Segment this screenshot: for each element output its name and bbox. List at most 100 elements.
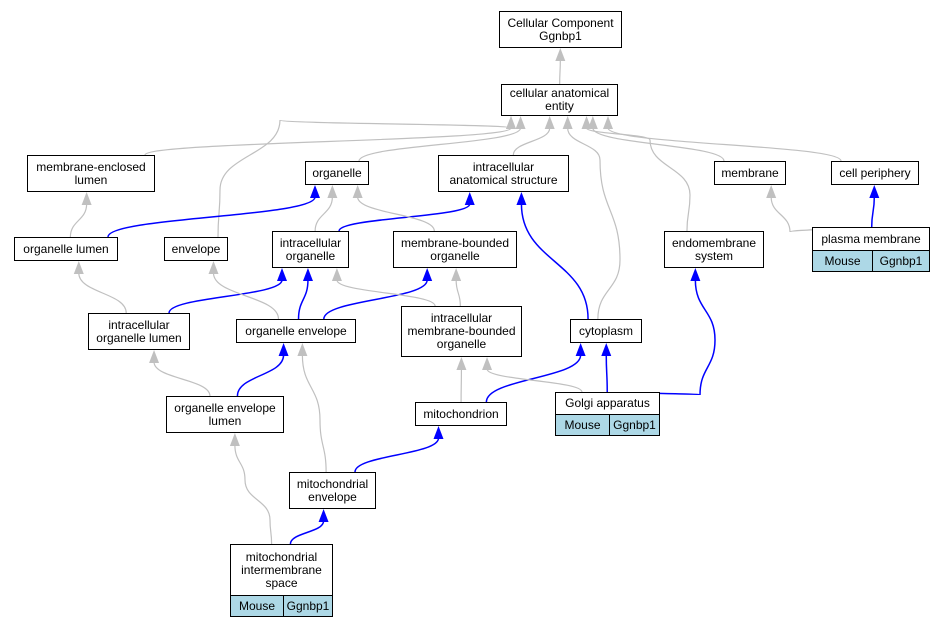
term-label: cellular anatomical entity [509,86,610,113]
edge-is-a [455,279,461,307]
term-node-intorg[interactable]: intracellular organelle [272,231,349,268]
arrowhead [297,343,308,356]
edge-is-a [512,127,551,156]
term-label: organelle envelope lumen [174,400,276,428]
term-label: mitochondrion [423,406,499,421]
term-label: intracellular anatomical structure [449,159,558,187]
arrowhead [587,116,598,129]
arrowhead [456,357,467,370]
term-label: mitochondrial envelope [296,476,369,504]
arrowhead [331,268,342,281]
term-node-mbo[interactable]: membrane-bounded organelle [393,231,517,268]
arrowhead [581,116,592,129]
edge-is-a [144,127,512,156]
arrowhead [601,343,612,356]
term-node-cae[interactable]: cellular anatomical entity [501,84,618,116]
term-label: intracellular organelle [279,235,342,263]
arrowhead [544,116,555,129]
arrowhead [690,268,701,281]
term-node-orglumen[interactable]: organelle lumen [14,237,118,261]
edge-is-a [234,444,273,545]
term-label: organelle lumen [23,241,109,256]
edge-part-of [168,279,283,314]
arrowhead [278,343,289,356]
edge-is-a [607,127,842,162]
arrowhead [318,509,329,522]
edge-is-a [69,203,88,238]
edge-part-of [338,203,471,232]
term-node-iol[interactable]: intracellular organelle lumen [88,313,190,350]
arrowhead [464,192,475,205]
term-node-root[interactable]: Cellular Component Ggnbp1 [499,11,622,48]
term-node-mel[interactable]: membrane-enclosed lumen [27,155,155,192]
edge-is-a [153,361,211,397]
arrowhead [73,261,84,274]
edge-is-a [357,196,435,232]
arrowhead [302,268,313,281]
arrowhead [277,268,287,281]
arrowhead [575,343,586,356]
edge-is-a [358,127,522,162]
gene-cell: Ggnbp1 [609,415,659,435]
arrowhead [149,350,160,363]
term-node-cyto[interactable]: cytoplasm [570,319,642,343]
species-cell: Mouse [231,596,283,616]
arrowhead [603,116,613,129]
arrowhead [555,48,566,61]
term-node-oel[interactable]: organelle envelope lumen [166,396,284,433]
arrowhead [562,116,573,129]
edge-is-a [336,279,436,307]
term-node-ias[interactable]: intracellular anatomical structure [438,155,569,192]
edge-is-a [567,127,621,320]
species-cell: Mouse [556,415,609,435]
term-node-cellper[interactable]: cell periphery [831,161,919,185]
edge-is-a [486,368,583,393]
term-node-endo[interactable]: endomembrane system [664,231,764,268]
arrowhead [482,357,493,370]
term-node-mito[interactable]: mitochondrion [415,402,507,426]
term-node-membrane[interactable]: membrane [714,161,786,185]
term-label: plasma membrane [821,231,921,246]
term-label: Cellular Component Ggnbp1 [507,15,614,43]
arrowhead [515,116,526,129]
arrowhead [422,268,433,281]
arrowhead [327,185,338,198]
edge-part-of [236,354,285,397]
edge-part-of [354,437,440,473]
arrowhead [516,192,527,205]
term-label: membrane-bounded organelle [400,235,510,263]
term-node-imbo[interactable]: intracellular membrane-bounded organelle [401,306,522,357]
term-label: intracellular organelle lumen [96,317,182,345]
term-label: organelle [312,165,362,180]
term-label: intracellular membrane-bounded organelle [407,311,516,351]
edge-part-of [485,354,582,403]
arrowhead [310,185,320,198]
arrowhead [869,185,880,198]
term-label: cell periphery [839,165,911,180]
edge-is-a [217,119,512,238]
edge-part-of [605,354,608,393]
term-node-mitoenv[interactable]: mitochondrial envelope [289,472,376,509]
edge-is-a [212,272,280,320]
arrowhead [352,185,363,198]
edge-is-a [78,272,127,314]
arrowhead [506,116,516,129]
term-node-orgenv[interactable]: organelle envelope [236,319,356,343]
term-label: mitochondrial intermembrane space [241,549,322,590]
arrowhead [208,261,219,274]
term-node-organelle[interactable]: organelle [305,161,369,185]
term-node-envelope[interactable]: envelope [164,237,228,261]
arrowhead [229,433,240,446]
term-label: organelle envelope [245,323,347,338]
edge-part-of [625,279,716,396]
edge-part-of [107,196,316,238]
edge-is-a [592,127,725,162]
